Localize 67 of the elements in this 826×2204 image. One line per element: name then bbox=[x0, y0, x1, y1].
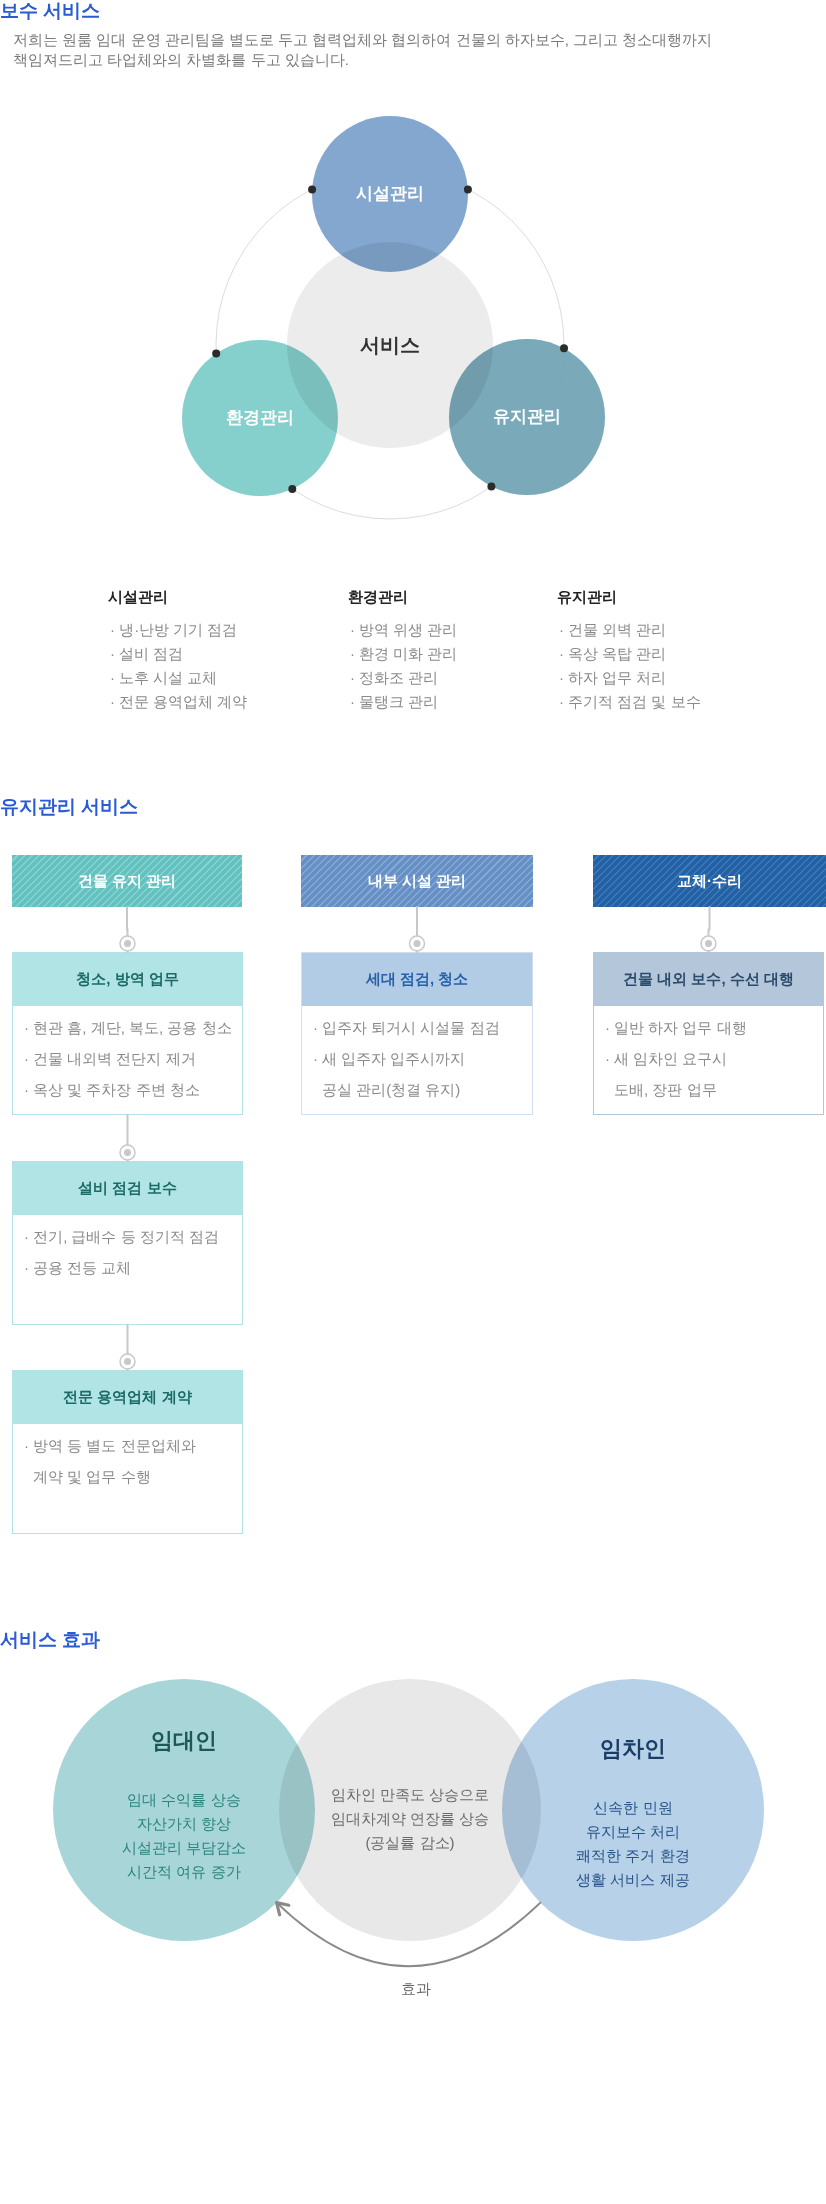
list-item: · 옥상 및 주차장 주변 청소 bbox=[24, 1080, 200, 1100]
benefit-text: 자산가치 향상 bbox=[136, 1813, 232, 1834]
list-item: · 새 임차인 요구시 도배, 장판 업무 bbox=[605, 1049, 729, 1100]
circle-text: (공실률 감소) bbox=[365, 1833, 455, 1853]
list-item: · 일반 하자 업무 대행 bbox=[605, 1018, 747, 1038]
list-item: · 주기적 점검 및 보수 bbox=[559, 692, 701, 712]
list-item: · 물탱크 관리 bbox=[350, 692, 439, 712]
list-item: · 노후 시설 교체 bbox=[110, 668, 218, 688]
list-item: · 건물 외벽 관리 bbox=[559, 620, 667, 640]
section-heading: 유지관리 서비스 bbox=[0, 796, 139, 818]
list-item: · 현관 흠, 계단, 복도, 공용 청소 bbox=[24, 1018, 232, 1038]
category-header: 교체·수리 bbox=[593, 855, 826, 907]
service-card bbox=[593, 952, 824, 1115]
service-card bbox=[12, 952, 243, 1115]
circle-title: 임차인 bbox=[600, 1734, 666, 1763]
service-circle bbox=[449, 339, 605, 495]
category-header: 내부 시설 관리 bbox=[301, 855, 533, 907]
benefit-text: 쾌적한 주거 환경 bbox=[576, 1845, 690, 1866]
card-header: 설비 점검 보수 bbox=[13, 1162, 242, 1215]
intro-paragraph: 저희는 원룸 임대 운영 관리팀을 별도로 두고 협력업체와 협의하여 건물의 하자보수, 그리고 청소대행까지 책임져드리고 타업체와의 차별화를 두고 있습니다. bbox=[13, 30, 714, 70]
connector-line bbox=[119, 1324, 136, 1371]
section-heading: 보수 서비스 bbox=[0, 0, 101, 22]
benefit-text: 생활 서비스 제공 bbox=[576, 1869, 690, 1890]
list-heading: 유지관리 bbox=[557, 587, 617, 607]
list-item: · 하자 업무 처리 bbox=[559, 668, 667, 688]
benefit-text: 시간적 여유 증가 bbox=[127, 1861, 241, 1882]
list-item: · 설비 점검 bbox=[110, 644, 184, 664]
section-heading: 서비스 효과 bbox=[0, 1629, 101, 1651]
list-item: · 건물 내외벽 전단지 제거 bbox=[24, 1049, 196, 1069]
connector-line bbox=[119, 1114, 136, 1162]
card-header: 세대 점검, 청소 bbox=[302, 953, 532, 1006]
service-card bbox=[301, 952, 533, 1115]
card-header: 전문 용역업체 계약 bbox=[13, 1371, 242, 1424]
list-item: · 환경 미화 관리 bbox=[350, 644, 458, 664]
list-item: · 공용 전등 교체 bbox=[24, 1258, 132, 1278]
list-item: · 전기, 급배수 등 정기적 점검 bbox=[24, 1227, 219, 1247]
circle-label: 유지관리 bbox=[493, 406, 561, 428]
list-item: · 새 입주자 입주시까지 공실 관리(청결 유지) bbox=[313, 1049, 467, 1100]
list-heading: 환경관리 bbox=[348, 587, 408, 607]
connector-line bbox=[408, 906, 426, 953]
list-item: · 전문 용역업체 계약 bbox=[110, 692, 248, 712]
service-circle bbox=[182, 340, 338, 496]
benefit-text: 유지보수 처리 bbox=[585, 1821, 681, 1842]
list-item: · 옥상 옥탑 관리 bbox=[559, 644, 667, 664]
list-item: · 방역 위생 관리 bbox=[350, 620, 458, 640]
circle-label: 환경관리 bbox=[226, 407, 294, 429]
card-header: 청소, 방역 업무 bbox=[13, 953, 242, 1006]
list-item: · 냉·난방 기기 점검 bbox=[110, 620, 238, 640]
circle-title: 서비스 bbox=[360, 333, 420, 358]
service-card bbox=[12, 1370, 243, 1534]
connector-line bbox=[119, 906, 136, 953]
list-item: · 입주자 퇴거시 시설물 점검 bbox=[313, 1018, 500, 1038]
effect-circle bbox=[279, 1679, 541, 1941]
list-item: · 방역 등 별도 전문업체와 계약 및 업무 수행 bbox=[24, 1436, 197, 1487]
benefit-text: 시설관리 부담감소 bbox=[121, 1837, 247, 1858]
benefit-text: 신속한 민원 bbox=[593, 1797, 673, 1818]
curved-arrow bbox=[275, 1901, 542, 1968]
benefit-text: 임대 수익률 상승 bbox=[127, 1789, 241, 1810]
connector-line bbox=[700, 906, 717, 953]
card-header: 건물 내외 보수, 수선 대행 bbox=[594, 953, 823, 1006]
service-card bbox=[12, 1161, 243, 1325]
circle-title: 임대인 bbox=[151, 1726, 217, 1755]
list-item: · 정화조 관리 bbox=[350, 668, 439, 688]
circle-label: 시설관리 bbox=[356, 183, 424, 205]
list-heading: 시설관리 bbox=[108, 587, 168, 607]
circle-text: 임차인 만족도 상승으로 임대차계약 연장률 상승 bbox=[329, 1785, 491, 1829]
category-header: 건물 유지 관리 bbox=[12, 855, 242, 907]
